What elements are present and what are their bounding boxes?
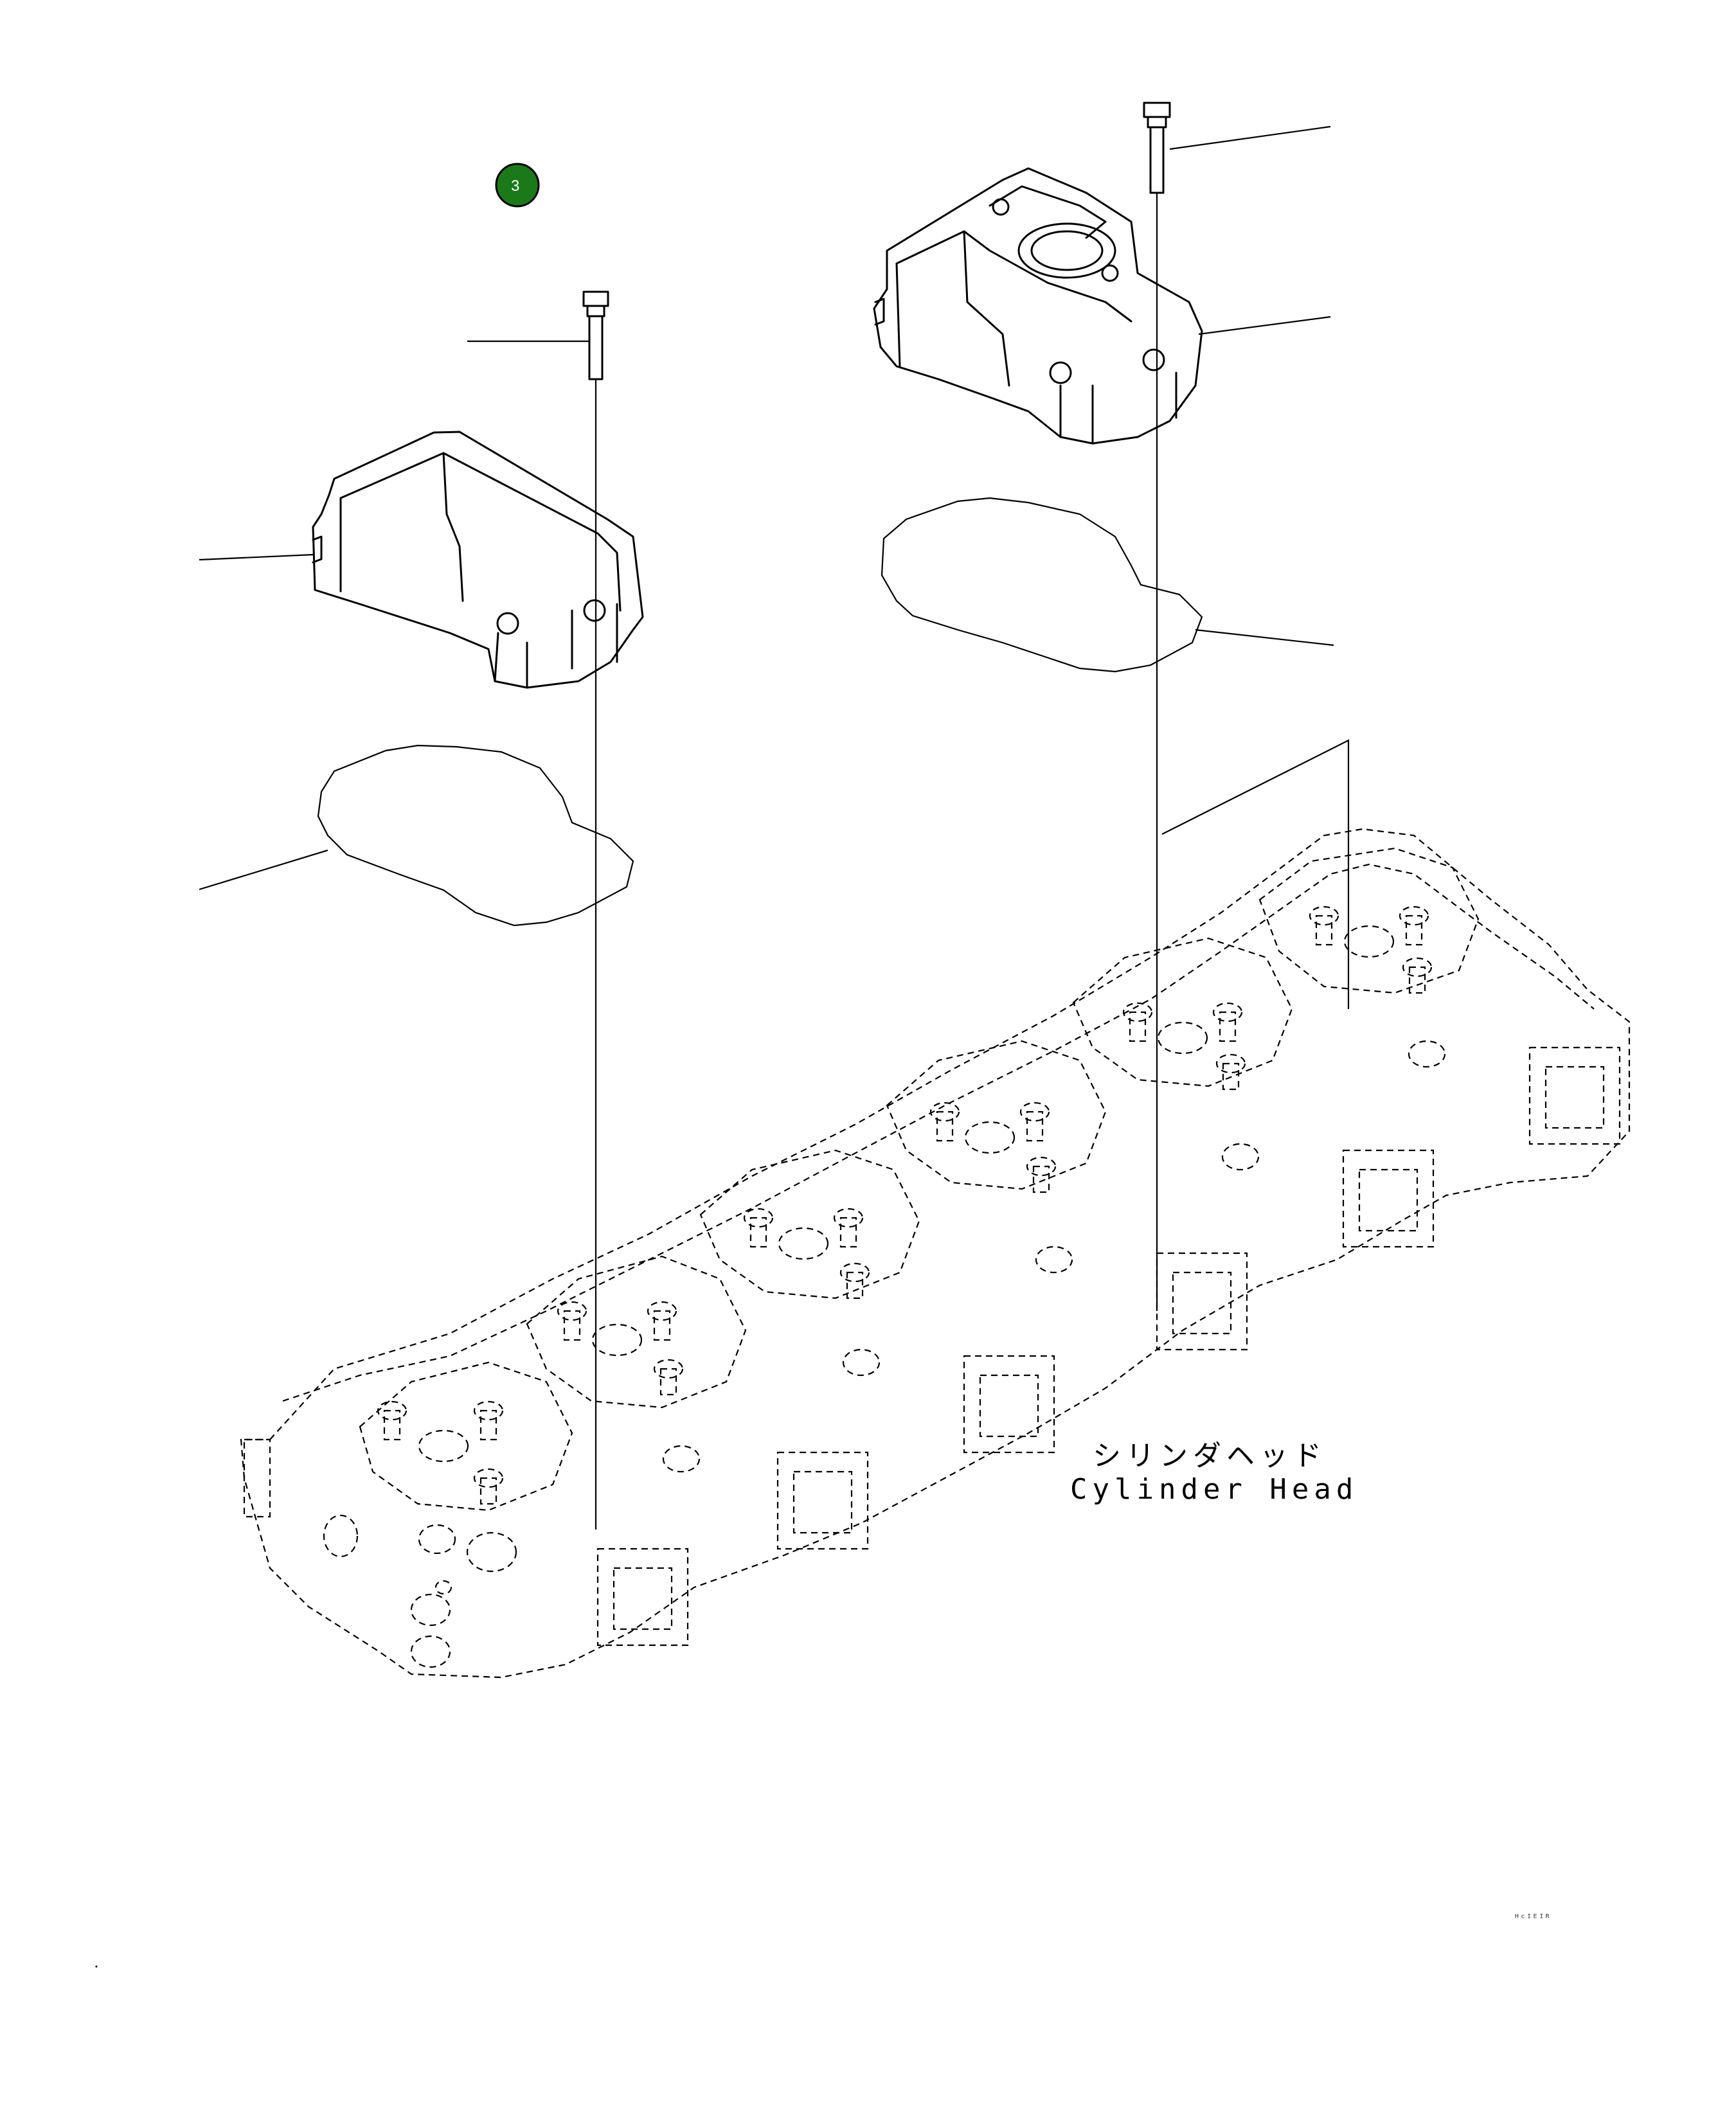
left-gasket bbox=[317, 744, 634, 927]
cylinder-pocket-4 bbox=[886, 1040, 1107, 1193]
stray-dot bbox=[95, 1965, 98, 1968]
drawing-code: ᴴᶜᴵᴱᴵᴿ bbox=[1514, 1912, 1551, 1924]
left-bolt bbox=[582, 290, 609, 1530]
cylinder-pocket-2 bbox=[526, 1255, 747, 1409]
port-windows bbox=[596, 1046, 1621, 1646]
cylinder-pocket-1 bbox=[359, 1361, 573, 1512]
callout-badge[interactable]: 3 bbox=[495, 163, 540, 208]
cylinder-head-leader bbox=[1161, 739, 1350, 1009]
left-gasket-leader bbox=[199, 849, 328, 891]
callout-badge-circle bbox=[495, 163, 540, 208]
cylinder-pocket-5 bbox=[1072, 937, 1293, 1091]
right-head-cover bbox=[873, 167, 1203, 445]
callout-number: 3 bbox=[511, 177, 519, 195]
left-head-cover bbox=[312, 431, 644, 689]
injector-bores bbox=[662, 1040, 1446, 1473]
label-japanese: シリンダヘッド bbox=[1093, 1440, 1327, 1472]
right-gasket bbox=[881, 497, 1203, 673]
right-bolt bbox=[1143, 102, 1171, 1311]
cylinder-pocket-6 bbox=[1258, 847, 1480, 994]
right-gasket-leader bbox=[1195, 629, 1334, 647]
cylinder-head bbox=[240, 828, 1631, 1679]
front-bores bbox=[243, 1438, 517, 1668]
cylinder-pocket-3 bbox=[699, 1149, 920, 1299]
right-cover-leader bbox=[1198, 316, 1331, 335]
left-cover-leader bbox=[199, 553, 314, 561]
label-english: Cylinder Head bbox=[1070, 1473, 1358, 1506]
right-bolt-leader bbox=[1169, 125, 1331, 150]
